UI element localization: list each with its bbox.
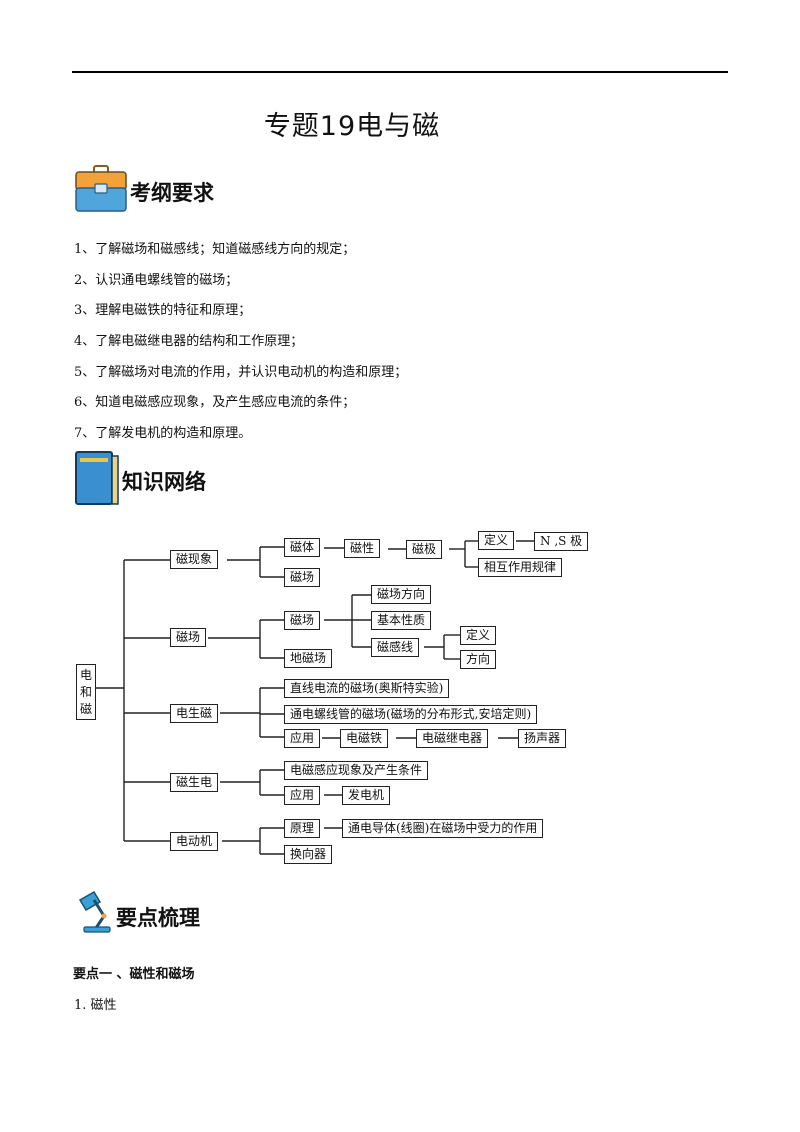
node-cichang-b: 磁场 [284, 611, 321, 630]
node-ciganxian: 磁感线 [371, 638, 420, 657]
node-luoxianguan: 通电螺线管的磁场(磁场的分布形式,安培定则) [284, 705, 538, 724]
list-item: 1、了解磁场和磁感线；知道磁感线方向的规定； [74, 242, 356, 257]
section-network-header: 知识网络 [74, 450, 206, 505]
node-yuanli: 原理 [284, 819, 321, 838]
requirements-list: 1、了解磁场和磁感线；知道磁感线方向的规定； 2、认识通电螺线管的磁场； 3、理… [74, 240, 407, 455]
section-points-header: 要点梳理 [74, 888, 200, 938]
node-xianghu: 相互作用规律 [478, 558, 563, 577]
list-item: 6、知道电磁感应现象，及产生感应电流的条件； [74, 395, 356, 411]
node-yingyong2: 应用 [284, 786, 321, 805]
node-yangshengqi: 扬声器 [518, 729, 567, 748]
node-cichang-main: 磁场 [170, 628, 207, 647]
node-ciji: 磁极 [406, 540, 443, 559]
list-item: 7、了解发电机的构造和原理。 [74, 426, 252, 442]
node-diancitie: 电磁铁 [340, 729, 389, 748]
diagram-connectors [94, 540, 534, 855]
node-diandongji: 电动机 [170, 832, 219, 851]
node-root: 电和磁 [76, 664, 96, 720]
list-item: 2、认识通电螺线管的磁场； [74, 272, 239, 288]
node-jidianqi: 电磁继电器 [416, 729, 489, 748]
top-rule [72, 71, 728, 73]
node-citi: 磁体 [284, 538, 321, 557]
point-heading: 要点一 、磁性和磁场 [73, 967, 195, 982]
desk-lamp-icon [78, 890, 111, 933]
node-cixianxiang: 磁现象 [170, 550, 219, 569]
node-yingyong1: 应用 [284, 729, 321, 748]
page-title: 专题19电与磁 [263, 111, 441, 142]
section-outline-header: 考纲要求 [74, 165, 214, 215]
node-huanxiangqi: 换向器 [284, 845, 333, 864]
node-ganying: 电磁感应现象及产生条件 [284, 761, 429, 780]
list-item: 3、理解电磁铁的特征和原理； [74, 303, 252, 319]
node-cichang-a: 磁场 [284, 568, 321, 587]
node-shouli: 通电导体(线圈)在磁场中受力的作用 [342, 819, 544, 838]
list-item: 4、了解电磁继电器的结构和工作原理； [74, 334, 304, 350]
node-dianshengci: 电生磁 [170, 704, 219, 723]
node-dingyi1: 定义 [478, 531, 515, 550]
node-fadianji: 发电机 [342, 786, 391, 805]
node-zhixian: 直线电流的磁场(奥斯特实验) [284, 679, 450, 698]
book-icon [75, 451, 119, 505]
list-item: 5、了解磁场对电流的作用，并认识电动机的构造和原理； [74, 364, 408, 380]
node-cishengdian: 磁生电 [170, 773, 219, 792]
point-subheading: 1. 磁性 [74, 998, 117, 1013]
node-cixing: 磁性 [344, 539, 381, 558]
node-cichangfangxiang: 磁场方向 [371, 585, 432, 604]
section-network-title: 知识网络 [122, 470, 206, 494]
node-nsji: N ,S 极 [534, 532, 589, 551]
node-fangxiang: 方向 [460, 650, 497, 669]
node-jiben: 基本性质 [371, 611, 432, 630]
node-dicichang: 地磁场 [284, 649, 333, 668]
node-dingyi2: 定义 [460, 626, 497, 645]
knowledge-network-diagram: 电和磁 磁现象 磁体 磁性 磁极 定义 N ,S 极 相互作用规律 磁场 磁场 … [72, 528, 612, 873]
section-points-title: 要点梳理 [116, 906, 200, 930]
section-outline-title: 考纲要求 [130, 181, 214, 205]
briefcase-icon [75, 165, 127, 212]
